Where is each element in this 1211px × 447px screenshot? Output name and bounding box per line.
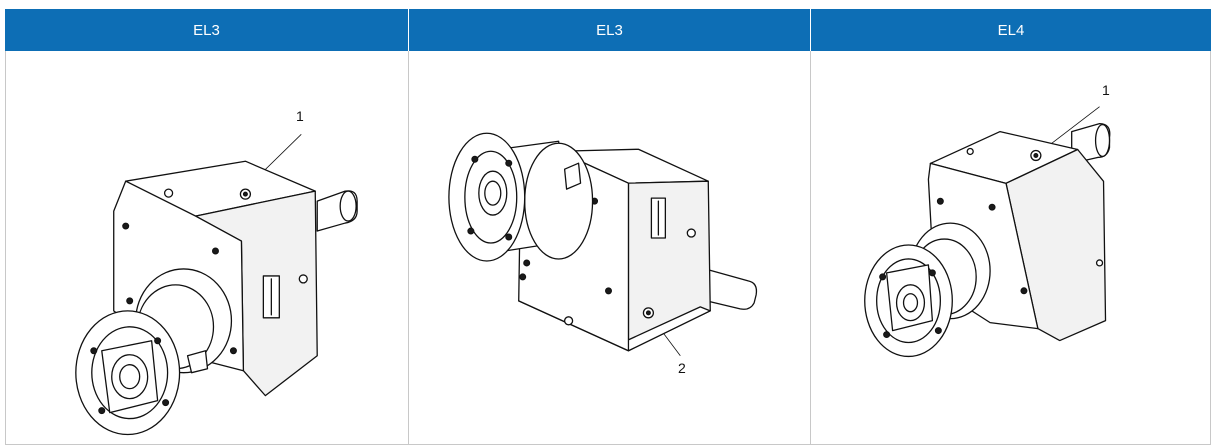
callout-label-2: 2 xyxy=(678,360,686,376)
variant-cell-1: 1 xyxy=(5,51,408,445)
column-header-2: EL3 xyxy=(408,9,810,51)
gearbox-illustration-el3-b xyxy=(448,132,758,356)
callout-label-1: 1 xyxy=(296,108,304,124)
gearbox-illustration-el3-a xyxy=(75,133,358,436)
gearbox-variants-table: EL3 EL3 EL4 xyxy=(5,9,1211,445)
callout-label-3: 1 xyxy=(1102,82,1110,98)
gearbox-illustration-el4 xyxy=(864,106,1111,358)
column-header-3: EL4 xyxy=(810,9,1211,51)
variant-cell-3: 1 xyxy=(810,51,1211,445)
variant-cell-2: 2 xyxy=(408,51,810,445)
column-header-1: EL3 xyxy=(5,9,408,51)
